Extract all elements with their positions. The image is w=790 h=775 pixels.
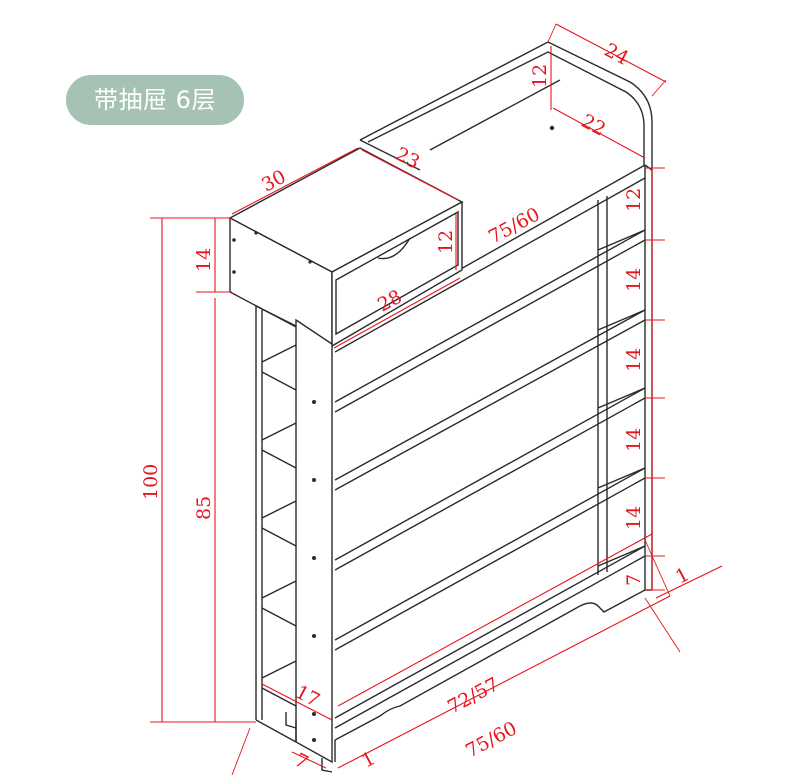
dim-drawer-height: 12 [435, 230, 457, 254]
dim-shelf-gap-4: 14 [623, 428, 645, 452]
dim-base-length: 75/60 [462, 717, 521, 762]
dim-foot-thickness: 1 [672, 563, 693, 588]
shelf-3 [334, 387, 646, 571]
dim-shelf-gap-1: 12 [623, 188, 645, 212]
dim-inner-length: 72/57 [444, 673, 503, 718]
layer-badge: 带抽屉 6层 [66, 75, 244, 125]
dim-foot-height: 7 [623, 574, 645, 586]
shelf-2 [334, 309, 646, 491]
shelf-1 [334, 229, 646, 413]
dim-drawer-side: 14 [193, 248, 215, 272]
drawer-handle [377, 237, 411, 260]
shelf-5 [334, 545, 646, 729]
shelf-4 [334, 467, 646, 651]
dim-top-length: 75/60 [485, 203, 544, 248]
dim-back-width: 24 [601, 39, 633, 70]
dimension-lines: 24 12 22 30 23 12 28 75/60 14 12 14 14 1… [140, 23, 723, 775]
dim-side-height: 85 [193, 496, 215, 520]
dim-base-end: 1 [358, 747, 379, 772]
dim-shelf-gap-3: 14 [623, 348, 645, 372]
rack-drawing [228, 41, 653, 773]
base-kickboard [334, 589, 646, 741]
left-side-panel [295, 318, 333, 764]
dim-total-height: 100 [140, 464, 162, 500]
dim-shelf-gap-2: 14 [623, 268, 645, 292]
dim-shelf-gap-5: 14 [623, 506, 645, 530]
back-top-rail [359, 41, 653, 590]
dim-back-top: 12 [529, 64, 551, 88]
right-side-panel [644, 165, 652, 591]
